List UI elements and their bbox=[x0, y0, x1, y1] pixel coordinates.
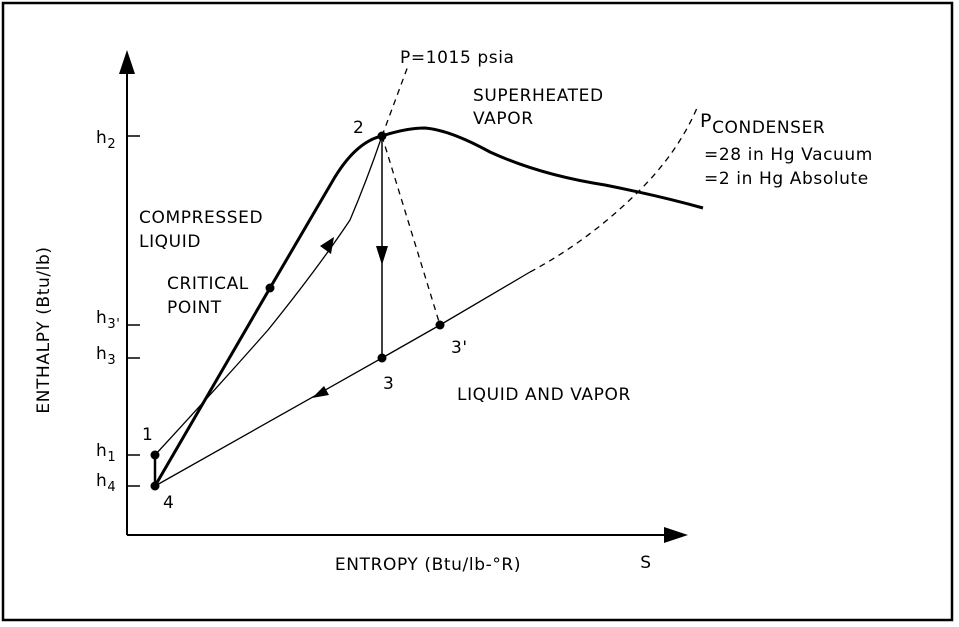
point-label-3: 3 bbox=[383, 374, 394, 394]
absolute-label: =2 in Hg Absolute bbox=[704, 169, 869, 189]
critical-point bbox=[265, 283, 275, 293]
condenser-pressure-line bbox=[154, 271, 531, 487]
condensing-arrow bbox=[312, 386, 329, 398]
y-axis-label: ENTHALPY (Btu/lb) bbox=[34, 246, 54, 413]
point-label-2: 2 bbox=[353, 118, 364, 138]
x-axis-symbol: S bbox=[640, 553, 651, 573]
tick-label-h1: h1 bbox=[96, 441, 116, 465]
y-axis-arrowhead bbox=[119, 50, 135, 74]
x-axis-label: ENTROPY (Btu/lb-°R) bbox=[335, 555, 521, 575]
p-condenser-label: PCONDENSER bbox=[700, 110, 825, 138]
expansion-arrow bbox=[376, 246, 388, 265]
tick-label-h2: h2 bbox=[96, 128, 116, 152]
state-point-1 bbox=[150, 450, 160, 460]
critical-point-line1: CRITICAL bbox=[167, 274, 249, 294]
vacuum-label: =28 in Hg Vacuum bbox=[704, 145, 873, 165]
point-label-4: 4 bbox=[163, 493, 174, 513]
state-point-2 bbox=[377, 131, 387, 141]
pressure-high-label: P=1015 psia bbox=[400, 48, 515, 68]
condenser-pressure-line-dashed bbox=[529, 107, 698, 273]
region-superheated-line1: SUPERHEATED bbox=[473, 86, 604, 106]
saturation-dome bbox=[153, 126, 704, 487]
tick-label-h3: h3 bbox=[96, 344, 116, 368]
region-liquid-vapor: LIQUID AND VAPOR bbox=[457, 385, 631, 405]
point-label-1: 1 bbox=[142, 425, 153, 445]
high-pressure-line bbox=[154, 135, 383, 456]
region-compressed-line1: COMPRESSED bbox=[139, 208, 263, 228]
heating-arrow bbox=[320, 237, 334, 254]
critical-point-line2: POINT bbox=[167, 298, 222, 318]
region-compressed-line2: LIQUID bbox=[139, 232, 201, 252]
state-point-3 bbox=[377, 353, 387, 363]
x-axis-arrowhead bbox=[664, 527, 688, 543]
actual-expansion bbox=[381, 135, 441, 326]
state-point-3prime bbox=[435, 320, 445, 330]
point-label-3prime: 3' bbox=[451, 338, 468, 358]
tick-label-h3p: h3' bbox=[96, 308, 120, 332]
state-point-4 bbox=[150, 481, 160, 491]
tick-label-h4: h4 bbox=[96, 471, 116, 495]
region-superheated-line2: VAPOR bbox=[473, 109, 534, 129]
high-pressure-line-dashed bbox=[381, 65, 409, 137]
